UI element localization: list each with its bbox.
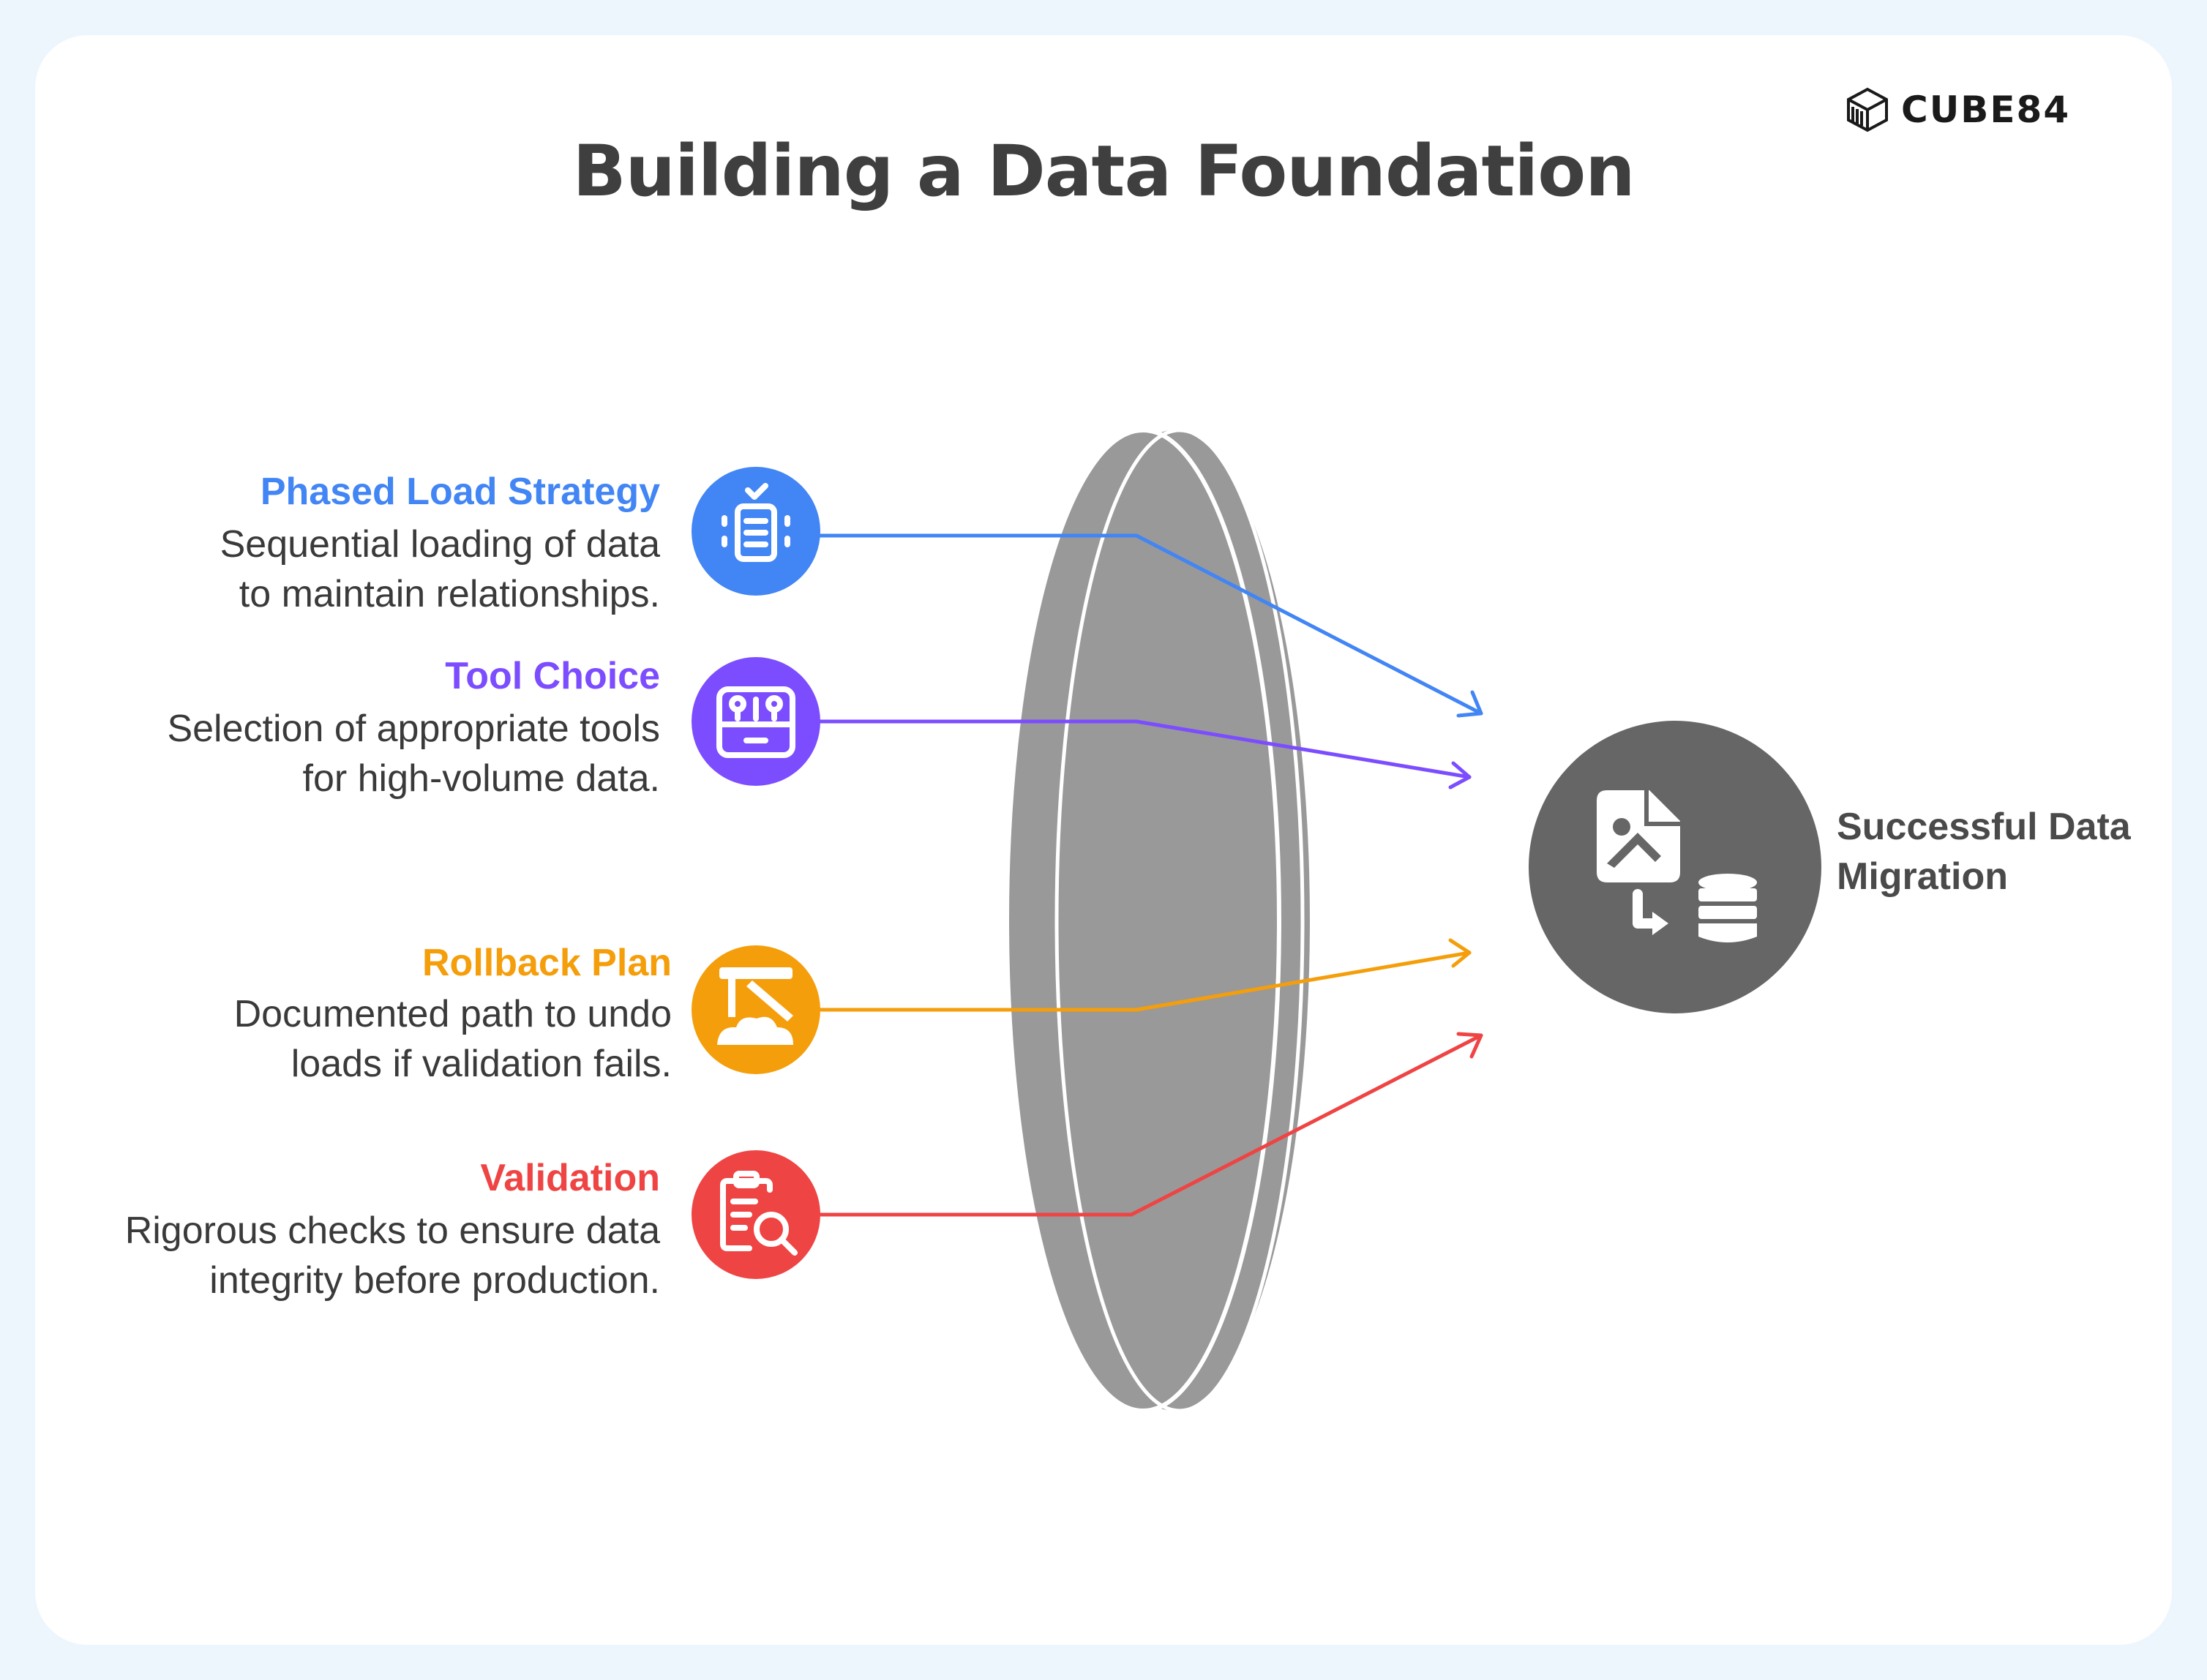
tool-choice-title: Tool Choice — [445, 655, 660, 697]
validation-badge — [692, 1150, 820, 1279]
rollback-plan-desc: Documented path to undo loads if validat… — [234, 989, 672, 1089]
server-rack-icon — [722, 483, 790, 562]
rollback-plan-desc-line1: Documented path to undo — [233, 993, 672, 1035]
rollback-icon — [717, 967, 793, 1045]
validation-title: Validation — [480, 1157, 660, 1199]
toolbox-icon — [716, 686, 795, 758]
tool-choice-desc: Selection of appropriate tools for high-… — [167, 704, 660, 803]
tool-connector — [817, 719, 1472, 779]
phased-load-badge — [692, 467, 820, 596]
tool-arrowhead — [1448, 761, 1472, 790]
page-title: Building a Data Foundation — [572, 130, 1635, 212]
result-badge — [1529, 721, 1821, 1013]
phased-load-desc-line1: Sequential loading of data — [220, 523, 660, 566]
validation-arrowhead — [1456, 1032, 1483, 1059]
validation-connector — [817, 1033, 1483, 1217]
validation-desc-line2: integrity before production. — [209, 1259, 660, 1302]
phased-load-desc: Sequential loading of data to maintain r… — [220, 520, 660, 619]
brand-logo: CUBE84 — [1844, 80, 2070, 139]
clipboard-search-icon — [720, 1171, 798, 1256]
tool-choice-desc-line1: Selection of appropriate tools — [167, 708, 660, 750]
rollback-plan-title: Rollback Plan — [422, 942, 672, 984]
result-label-line2: Migration — [1837, 855, 2008, 898]
validation-desc-line1: Rigorous checks to ensure data — [124, 1210, 660, 1252]
rollback-arrowhead — [1448, 938, 1472, 968]
rollback-badge — [692, 945, 820, 1074]
tool-choice-badge — [692, 657, 820, 786]
phased-load-title: Phased Load Strategy — [260, 470, 660, 513]
tool-choice-desc-line2: for high-volume data. — [302, 757, 661, 800]
validation-desc: Rigorous checks to ensure data integrity… — [125, 1206, 660, 1305]
rollback-connector — [817, 950, 1472, 1012]
cube-logo-icon — [1847, 87, 1888, 132]
phased-connector — [817, 533, 1483, 716]
result-label-line1: Successful Data — [1837, 806, 2131, 848]
result-label: Successful Data Migration — [1837, 802, 2131, 901]
lens-shape — [1005, 428, 1310, 1413]
brand-name: CUBE84 — [1901, 89, 2071, 131]
data-migration-icon — [1597, 790, 1757, 942]
rollback-plan-desc-line2: loads if validation fails. — [291, 1043, 672, 1085]
phased-load-desc-line2: to maintain relationships. — [239, 573, 660, 615]
phased-arrowhead — [1456, 690, 1483, 718]
